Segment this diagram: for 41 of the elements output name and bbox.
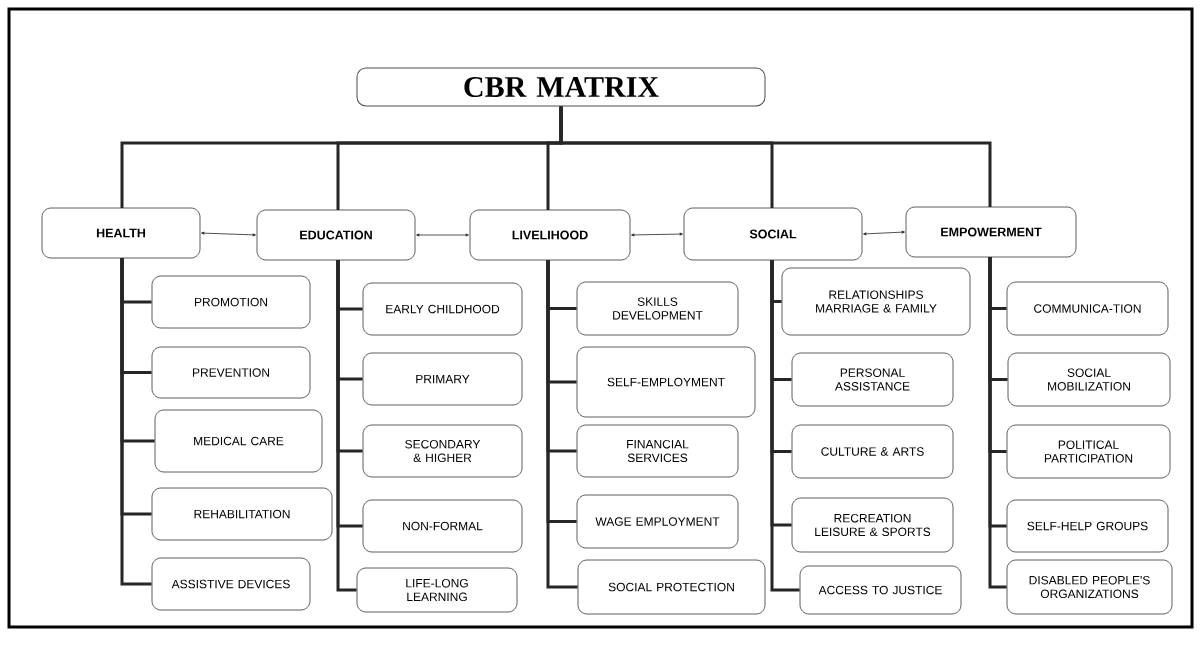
- topic-box: REHABILITATION: [151, 487, 333, 541]
- topic-box: DISABLED PEOPLE'S ORGANIZATIONS: [1006, 559, 1173, 615]
- category-box: LIVELIHOOD: [469, 209, 631, 261]
- category-box: HEALTH: [41, 207, 201, 259]
- topic-box: WAGE EMPLOYMENT: [576, 494, 739, 549]
- topic-box: ASSISTIVE DEVICES: [151, 557, 311, 611]
- connector-line: [120, 258, 152, 586]
- topic-box: COMMUNICA-TION: [1006, 281, 1169, 336]
- double-arrow: [631, 232, 683, 237]
- topic-box: PERSONAL ASSISTANCE: [791, 352, 954, 407]
- connector-line: [559, 106, 992, 207]
- topic-box: MEDICAL CARE: [154, 409, 323, 473]
- topic-box: SKILLS DEVELOPMENT: [576, 281, 739, 336]
- connector-line: [988, 257, 1007, 589]
- topic-box: SELF-HELP GROUPS: [1006, 499, 1169, 553]
- double-arrow: [863, 230, 905, 236]
- category-box: EDUCATION: [256, 209, 416, 261]
- topic-box: SELF-EMPLOYMENT: [576, 346, 756, 418]
- topic-box: PREVENTION: [151, 346, 311, 399]
- topic-box: RECREATION LEISURE & SPORTS: [791, 497, 954, 553]
- topic-box: FINANCIAL SERVICES: [576, 424, 739, 478]
- topic-box: SECONDARY & HIGHER: [362, 424, 523, 478]
- topic-box: CULTURE & ARTS: [791, 424, 954, 479]
- topic-box: NON-FORMAL: [362, 499, 523, 553]
- topic-box: ACCESS TO JUSTICE: [799, 565, 962, 615]
- topic-box: PROMOTION: [151, 275, 311, 329]
- title-box: CBR MATRIX: [356, 67, 766, 107]
- category-box: SOCIAL: [683, 207, 863, 261]
- topic-box: PRIMARY: [362, 352, 523, 406]
- topic-box: LIFE-LONG LEARNING: [356, 567, 518, 613]
- topic-box: RELATIONSHIPS MARRIAGE & FAMILY: [781, 267, 971, 336]
- topic-box: POLITICAL PARTICIPATION: [1006, 424, 1171, 479]
- double-arrow: [416, 233, 469, 237]
- topic-box: EARLY CHILDHOOD: [362, 282, 523, 336]
- connector-line: [546, 260, 578, 589]
- topic-box: SOCIAL PROTECTION: [577, 559, 766, 615]
- connector-line: [770, 260, 800, 592]
- connector-line: [336, 260, 357, 592]
- topic-box: SOCIAL MOBILIZATION: [1007, 352, 1171, 407]
- category-box: EMPOWERMENT: [905, 206, 1077, 258]
- double-arrow: [201, 231, 256, 237]
